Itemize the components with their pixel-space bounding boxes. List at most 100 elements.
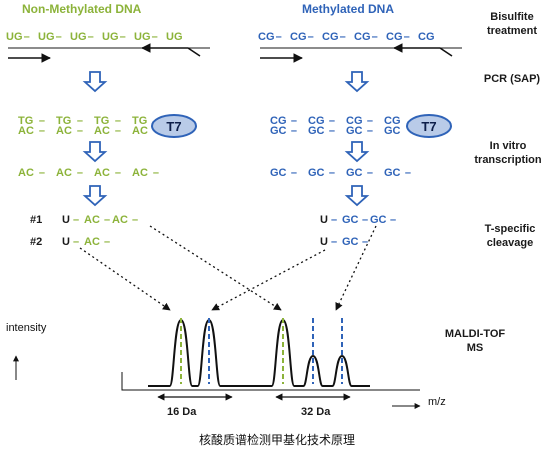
left-bisulfite-seq-unit: UG bbox=[6, 31, 23, 43]
right-pcr-top-dash: – bbox=[291, 115, 297, 127]
left-pcr-top-unit: TG bbox=[56, 115, 71, 127]
left-pcr-bottom-unit: AC bbox=[94, 125, 110, 137]
map-right-frag2-arrow bbox=[211, 249, 326, 311]
step-maldi-label: MALDI-TOF MS bbox=[434, 327, 516, 355]
left-ivt-seq-unit: AC bbox=[94, 167, 110, 179]
left-bisulfite-seq-dash: – bbox=[88, 31, 94, 43]
right-bisulfite-seq-unit: CG bbox=[418, 31, 435, 43]
left-pcr-bottom-unit: AC bbox=[56, 125, 72, 137]
left-fragment-1-start: U bbox=[62, 214, 70, 226]
left-ivt-seq-dash: – bbox=[39, 167, 45, 179]
step-ivt-line1: In vitro bbox=[489, 140, 527, 152]
left-down-arrow-1 bbox=[82, 71, 108, 93]
gap-16da-label: 16 Da bbox=[167, 406, 197, 418]
left-bisulfite-seq-dash: – bbox=[24, 31, 30, 43]
left-ivt-seq-dash: – bbox=[153, 167, 159, 179]
step-maldi-line2: MS bbox=[466, 342, 484, 354]
left-pcr-top-dash: – bbox=[77, 115, 83, 127]
left-bisulfite-seq-dash: – bbox=[152, 31, 158, 43]
map-left-frag1-arrow bbox=[149, 225, 282, 311]
right-bisulfite-seq-unit: CG bbox=[290, 31, 307, 43]
left-reverse-primer bbox=[141, 43, 201, 57]
right-pcr-top-unit: CG bbox=[384, 115, 401, 127]
left-fragment-1-unit: AC bbox=[112, 214, 128, 226]
step-pcr-label: PCR (SAP) bbox=[483, 73, 541, 85]
right-fragment-2-unit: GC bbox=[342, 236, 359, 248]
left-fragment-2-id: #2 bbox=[30, 236, 42, 248]
right-ivt-seq-dash: – bbox=[405, 167, 411, 179]
right-pcr-bottom-unit: GC bbox=[346, 125, 363, 137]
t7-right-label: T7 bbox=[421, 119, 436, 134]
right-reverse-primer bbox=[393, 43, 453, 57]
map-right-frag1-arrow bbox=[335, 225, 377, 311]
left-fragment-1-dash: – bbox=[73, 214, 79, 226]
right-fragment-1-start: U bbox=[320, 214, 328, 226]
right-bisulfite-seq-dash: – bbox=[340, 31, 346, 43]
right-ivt-seq-unit: GC bbox=[384, 167, 401, 179]
step-bisulfite-line1: Bisulfite bbox=[490, 11, 534, 23]
map-left-frag2-arrow bbox=[79, 247, 171, 311]
left-down-arrow-2 bbox=[82, 141, 108, 163]
left-fragment-1-dash: – bbox=[132, 214, 138, 226]
right-fragment-1-dash: – bbox=[390, 214, 396, 226]
right-bisulfite-seq-unit: CG bbox=[386, 31, 403, 43]
left-bisulfite-seq-unit: UG bbox=[102, 31, 119, 43]
left-fragment-1-id: #1 bbox=[30, 214, 42, 226]
left-fragment-2-dash: – bbox=[73, 236, 79, 248]
right-fragment-2-dash: – bbox=[331, 236, 337, 248]
gap-32da-label: 32 Da bbox=[301, 406, 331, 418]
right-bisulfite-seq-unit: CG bbox=[258, 31, 275, 43]
step-ivt-label: In vitro transcription bbox=[462, 139, 554, 167]
spectrum-trace bbox=[148, 318, 370, 387]
right-bisulfite-seq-dash: – bbox=[276, 31, 282, 43]
left-pcr-bottom-unit: AC bbox=[18, 125, 34, 137]
mz-axis-label: m/z bbox=[428, 396, 446, 408]
right-fragment-2-start: U bbox=[320, 236, 328, 248]
right-pcr-bottom-unit: GC bbox=[384, 125, 401, 137]
left-fragment-2-start: U bbox=[62, 236, 70, 248]
left-bisulfite-seq-unit: UG bbox=[134, 31, 151, 43]
left-pcr-top-dash: – bbox=[115, 115, 121, 127]
left-bisulfite-seq-unit: UG bbox=[70, 31, 87, 43]
t7-left-oval bbox=[151, 114, 197, 138]
left-bisulfite-seq-unit: UG bbox=[38, 31, 55, 43]
right-pcr-top-dash: – bbox=[367, 115, 373, 127]
spectrum-frame bbox=[121, 372, 420, 391]
right-down-arrow-2 bbox=[344, 141, 370, 163]
right-pcr-bottom-unit: GC bbox=[308, 125, 325, 137]
right-ivt-seq-unit: GC bbox=[308, 167, 325, 179]
left-bisulfite-seq-unit: UG bbox=[166, 31, 183, 43]
right-fragment-1-dash: – bbox=[331, 214, 337, 226]
right-pcr-bottom-dash: – bbox=[291, 125, 297, 137]
left-pcr-bottom-dash: – bbox=[115, 125, 121, 137]
right-ivt-seq-dash: – bbox=[291, 167, 297, 179]
t7-right-oval bbox=[406, 114, 452, 138]
left-fragment-2-dash: – bbox=[104, 236, 110, 248]
right-ivt-seq-dash: – bbox=[329, 167, 335, 179]
step-cleavage-line2: cleavage bbox=[486, 237, 534, 249]
intensity-axis-label: intensity bbox=[6, 322, 47, 334]
left-ivt-seq-dash: – bbox=[77, 167, 83, 179]
right-bisulfite-seq-unit: CG bbox=[354, 31, 371, 43]
right-fragment-1-unit: GC bbox=[370, 214, 387, 226]
step-cleavage-label: T-specific cleavage bbox=[466, 222, 554, 250]
left-pcr-top-dash: – bbox=[39, 115, 45, 127]
right-pcr-bottom-dash: – bbox=[329, 125, 335, 137]
left-pcr-bottom-dash: – bbox=[39, 125, 45, 137]
left-bisulfite-seq-dash: – bbox=[120, 31, 126, 43]
left-pcr-top-unit: TG bbox=[94, 115, 109, 127]
right-bisulfite-seq-dash: – bbox=[308, 31, 314, 43]
right-fragment-1-unit: GC bbox=[342, 214, 359, 226]
right-ivt-seq-dash: – bbox=[367, 167, 373, 179]
left-ivt-seq-unit: AC bbox=[132, 167, 148, 179]
flow-arrows-layer bbox=[79, 71, 377, 311]
non-methylated-header: Non-Methylated DNA bbox=[22, 2, 142, 16]
left-pcr-bottom-unit: AC bbox=[132, 125, 148, 137]
methylated-header: Methylated DNA bbox=[302, 2, 395, 16]
right-ivt-seq-unit: GC bbox=[346, 167, 363, 179]
left-down-arrow-3 bbox=[82, 185, 108, 207]
step-bisulfite-line2: treatment bbox=[486, 25, 538, 37]
